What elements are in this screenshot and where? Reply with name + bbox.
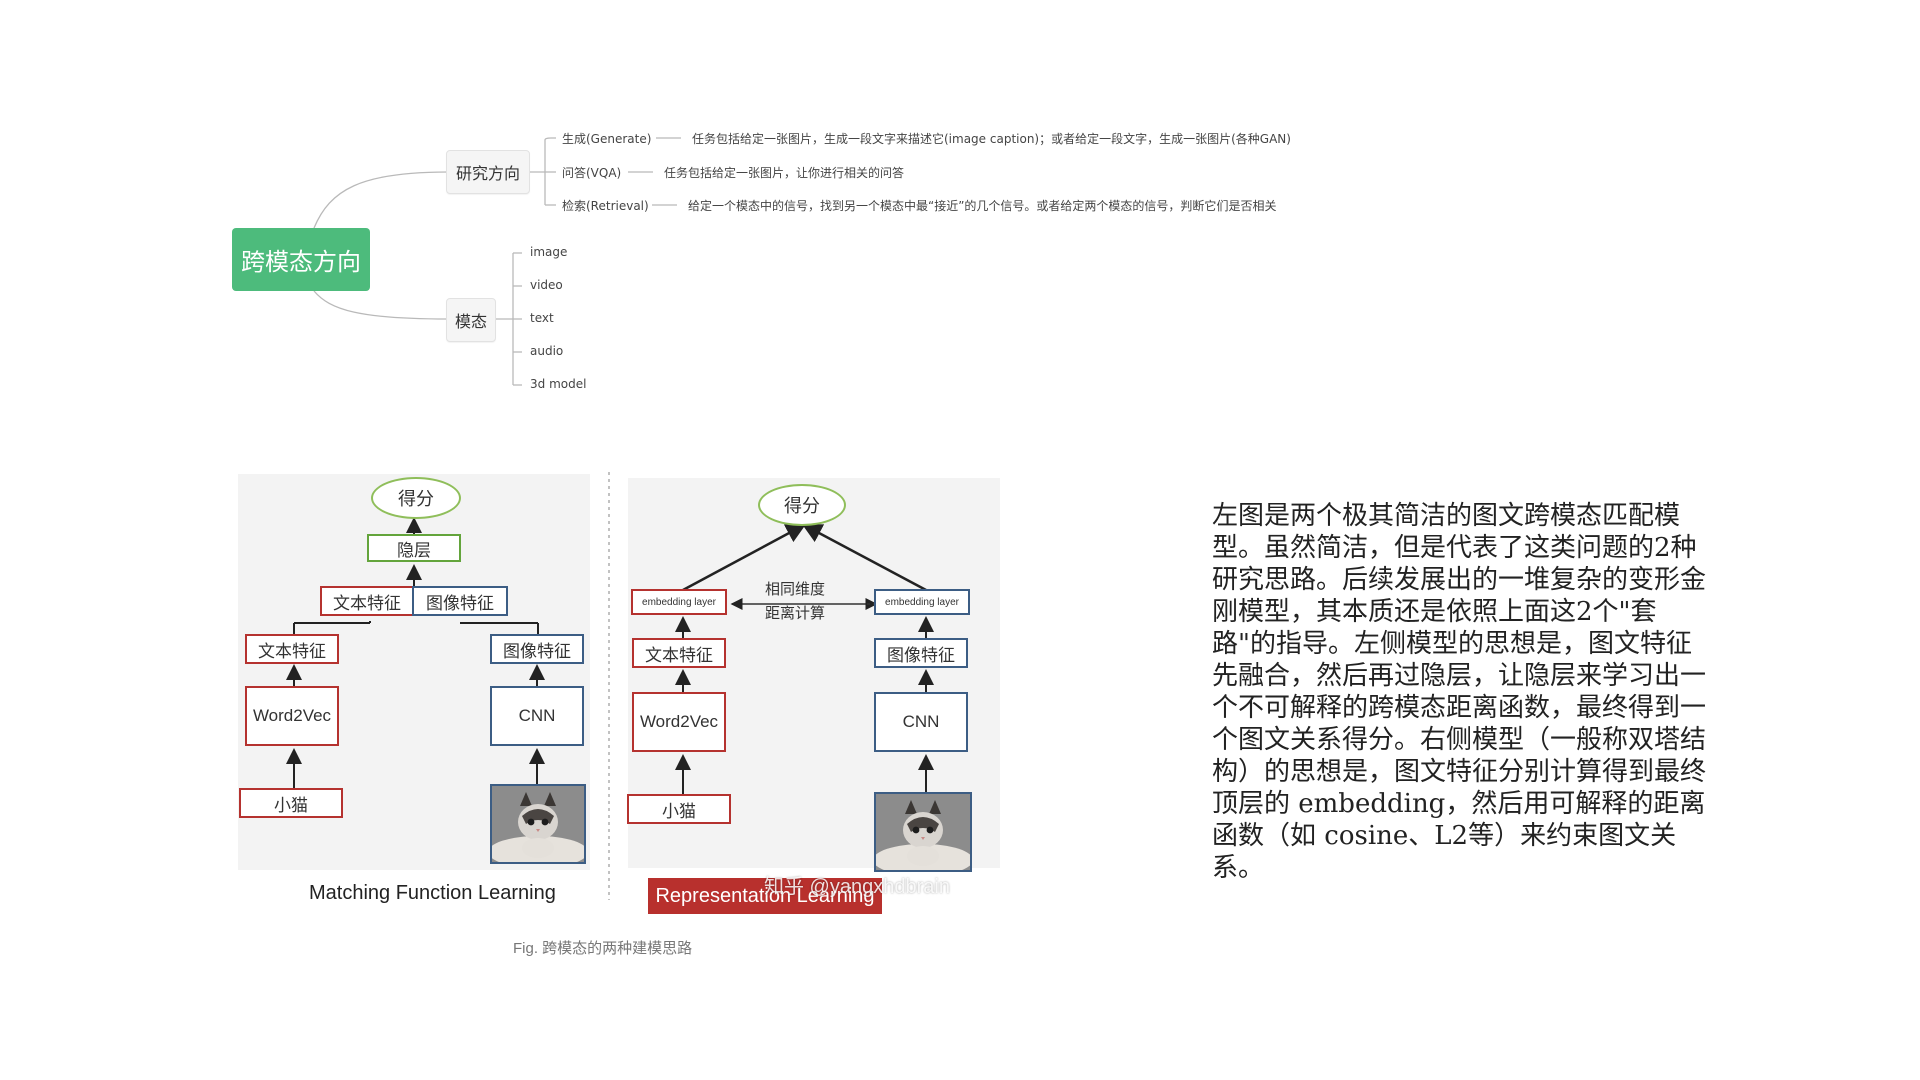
research-item-vqa: 问答(VQA)	[562, 166, 622, 180]
left-cnn-node: CNN	[490, 686, 584, 746]
right-word2vec-node: Word2Vec	[632, 692, 726, 752]
research-item-generate-desc: 任务包括给定一张图片，生成一段文字来描述它(image caption)；或者给…	[692, 132, 1291, 146]
right-image-embedding-layer: embedding layer	[874, 589, 970, 615]
left-input-text-node: 小猫	[239, 788, 343, 818]
right-score-node: 得分	[758, 484, 846, 526]
modality-item-3d-model: 3d model	[530, 377, 587, 391]
figure-caption: Fig. 跨模态的两种建模思路	[513, 940, 693, 957]
right-cat-image	[874, 792, 972, 872]
right-distance-label-2: 距离计算	[765, 604, 826, 622]
left-fused-image-feature: 图像特征	[412, 586, 508, 616]
left-hidden-layer-node: 隐层	[367, 534, 461, 562]
right-model-caption: Representation Learning	[648, 878, 882, 914]
explanation-paragraph: 左图是两个极其简洁的图文跨模态匹配模型。虽然简洁，但是代表了这类问题的2种研究思…	[1212, 501, 1707, 883]
right-distance-label-1: 相同维度	[765, 580, 826, 598]
research-item-retrieval: 检索(Retrieval)	[562, 199, 649, 213]
left-image-feature-node: 图像特征	[490, 634, 584, 664]
watermark: 知乎 @yangxhdbrain	[764, 876, 950, 898]
right-text-embedding-layer: embedding layer	[631, 589, 727, 615]
left-fused-text-feature: 文本特征	[320, 586, 414, 616]
mindmap-root-node[interactable]: 跨模态方向	[232, 228, 370, 291]
right-cnn-node: CNN	[874, 692, 968, 752]
mindmap-branch-research[interactable]: 研究方向	[446, 150, 530, 194]
right-input-text-node: 小猫	[627, 794, 731, 824]
research-item-generate: 生成(Generate)	[562, 132, 652, 146]
right-image-feature-node: 图像特征	[874, 638, 968, 668]
left-text-feature-node: 文本特征	[245, 634, 339, 664]
research-item-vqa-desc: 任务包括给定一张图片，让你进行相关的问答	[664, 166, 905, 180]
modality-item-image: image	[530, 245, 568, 259]
left-score-node: 得分	[371, 477, 461, 519]
mindmap-branch-modality[interactable]: 模态	[446, 298, 496, 342]
modality-item-text: text	[530, 311, 554, 325]
modality-item-audio: audio	[530, 344, 564, 358]
left-cat-image	[490, 784, 586, 864]
modality-item-video: video	[530, 278, 563, 292]
left-word2vec-node: Word2Vec	[245, 686, 339, 746]
right-text-feature-node: 文本特征	[632, 638, 726, 668]
mindmap-connectors	[313, 137, 681, 386]
research-item-retrieval-desc: 给定一个模态中的信号，找到另一个模态中最“接近”的几个信号。或者给定两个模态的信…	[688, 199, 1277, 213]
left-model-caption: Matching Function Learning	[309, 882, 556, 904]
